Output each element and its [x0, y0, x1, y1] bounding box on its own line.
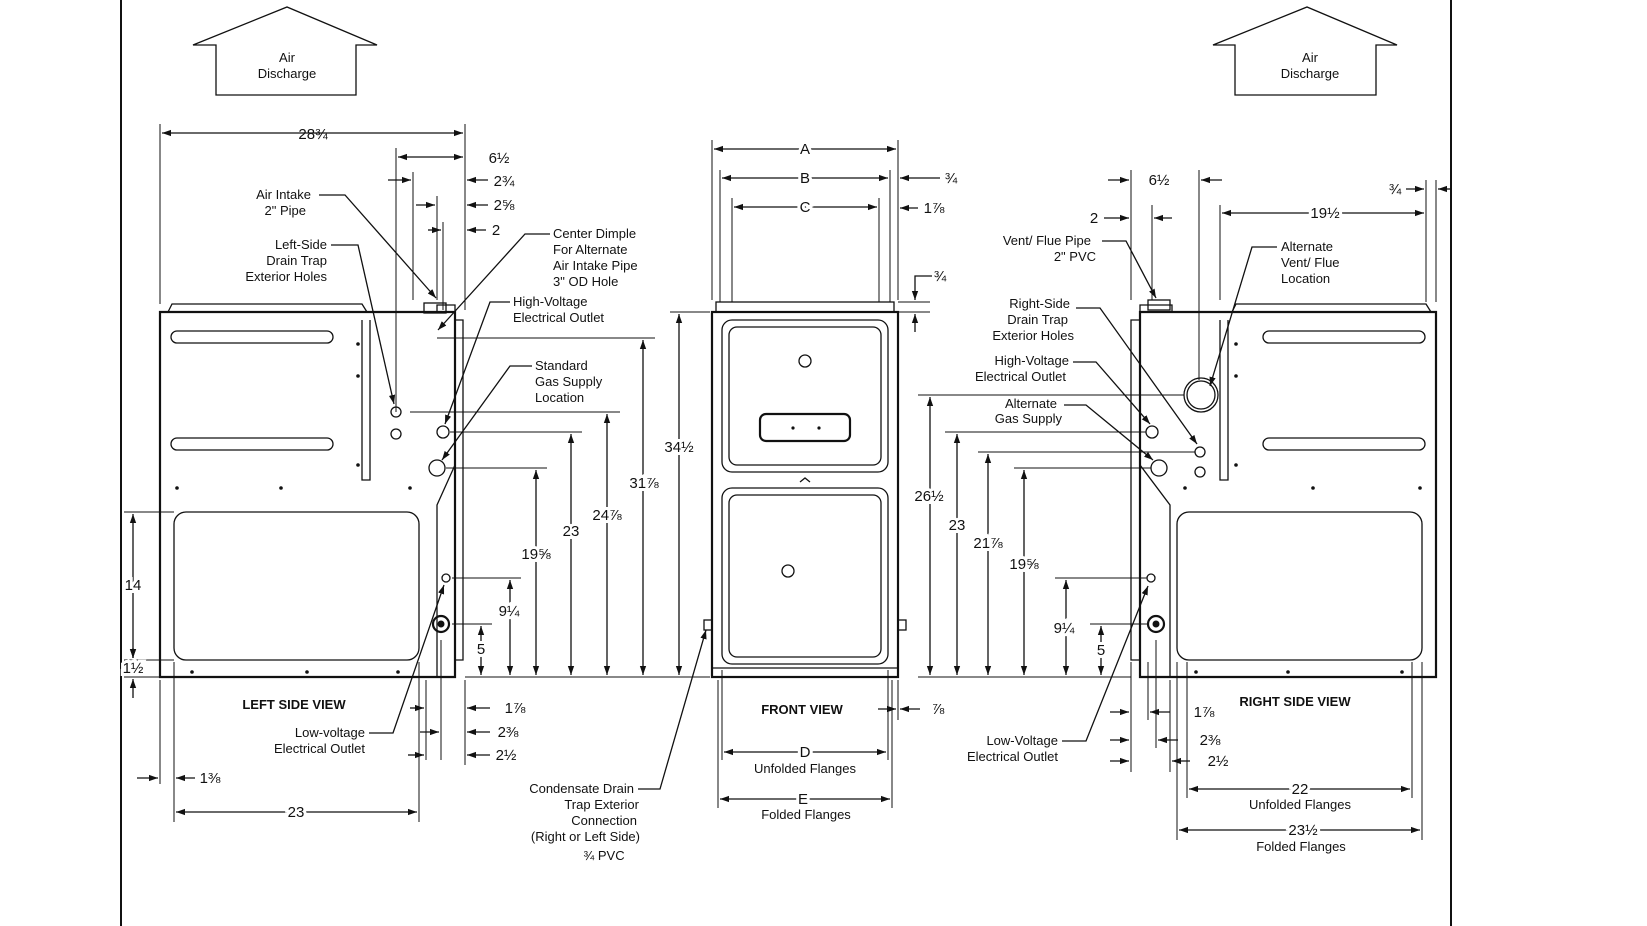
right-dim-height-5: 5 — [1097, 642, 1105, 659]
left-dim-bottom-2h: 2½ — [496, 747, 517, 764]
left-dim-height-9: 9¼ — [499, 603, 520, 620]
left-callout-air-intake-2: 2" Pipe — [265, 203, 306, 218]
right-callout-hv-1: High-Voltage — [995, 353, 1069, 368]
air-discharge-right-line2: Discharge — [1281, 66, 1340, 81]
left-callout-gas-1: Standard — [535, 358, 588, 373]
left-dim-height-23: 23 — [563, 523, 580, 540]
right-dim-height-19: 19⅝ — [1009, 556, 1039, 573]
front-view-title: FRONT VIEW — [761, 702, 843, 717]
right-dim-34: ¾ — [1389, 181, 1402, 198]
right-dim-2: 2 — [1090, 210, 1098, 227]
left-dim-height-19: 19⅝ — [521, 546, 551, 563]
right-callout-drain-1: Right-Side — [1009, 296, 1070, 311]
front-dim-D-sub: Unfolded Flanges — [754, 761, 856, 776]
left-callout-gas-2: Gas Supply — [535, 374, 603, 389]
right-callout-vent-1: Vent/ Flue Pipe — [1003, 233, 1091, 248]
right-callout-drain-2: Drain Trap — [1007, 312, 1068, 327]
left-callout-dimple-1: Center Dimple — [553, 226, 636, 241]
right-dim-19h: 19½ — [1310, 205, 1340, 222]
right-callout-altvent-2: Vent/ Flue — [1281, 255, 1340, 270]
air-discharge-right-arrow: Air Discharge — [1212, 6, 1398, 96]
left-dim-height-31: 31⅞ — [629, 475, 659, 492]
right-dim-width-23-sub: Folded Flanges — [1256, 839, 1346, 854]
right-callout-altgas-1: Alternate — [1005, 396, 1057, 411]
left-dim-bottom-1t: 1⅜ — [200, 770, 221, 787]
left-dim-width-28: 28¾ — [298, 126, 328, 143]
front-dim-E-sub: Folded Flanges — [761, 807, 851, 822]
front-view: FRONT VIEW A B C ¾ 1⅞ ¾ 34½ ⅞ — [529, 138, 958, 863]
right-callout-lv-2: Electrical Outlet — [967, 749, 1058, 764]
right-dim-6h: 6½ — [1149, 172, 1170, 189]
left-dim-6h: 6½ — [489, 150, 510, 167]
right-callout-hv-2: Electrical Outlet — [975, 369, 1066, 384]
right-dim-width-23: 23½ — [1288, 822, 1318, 839]
left-dim-height-14: 14 — [125, 577, 142, 594]
left-callout-drain-2: Drain Trap — [266, 253, 327, 268]
left-dim-2e: 2⅝ — [494, 197, 515, 214]
front-dim-E: E — [798, 791, 808, 808]
left-callout-dimple-4: 3" OD Hole — [553, 274, 618, 289]
front-dim-right-17: 1⅞ — [924, 200, 945, 217]
left-side-view: LEFT SIDE VIEW 28¾ 6½ 2¾ 2⅝ 2 31⅞ 24⅞ 23 — [120, 124, 662, 824]
right-callout-vent-2: 2" PVC — [1054, 249, 1096, 264]
left-dim-height-5: 5 — [477, 641, 485, 658]
left-callout-drain-1: Left-Side — [275, 237, 327, 252]
left-callout-air-intake-1: Air Intake — [256, 187, 311, 202]
left-dim-2t: 2¾ — [494, 173, 515, 190]
right-dim-bottom-2h: 2½ — [1208, 753, 1229, 770]
right-dim-height-26: 26½ — [914, 488, 944, 505]
front-dim-D: D — [800, 744, 811, 761]
right-side-view: RIGHT SIDE VIEW 6½ 2 ¾ 19½ 26½ 23 21⅞ 19 — [911, 170, 1452, 854]
right-callout-lv-1: Low-Voltage — [986, 733, 1058, 748]
left-callout-hv-2: Electrical Outlet — [513, 310, 604, 325]
front-dim-right-34b: ¾ — [934, 268, 947, 285]
front-dim-B: B — [800, 170, 810, 187]
condensate-callout-4: (Right or Left Side) — [531, 829, 640, 844]
left-dim-bottom-1s: 1⅞ — [505, 700, 526, 717]
left-callout-dimple-3: Air Intake Pipe — [553, 258, 638, 273]
left-callout-hv-1: High-Voltage — [513, 294, 587, 309]
left-dim-2: 2 — [492, 222, 500, 239]
condensate-callout-1: Condensate Drain — [529, 781, 634, 796]
left-callout-dimple-2: For Alternate — [553, 242, 627, 257]
left-callout-lv-1: Low-voltage — [295, 725, 365, 740]
left-dim-bottom-2e: 2⅜ — [498, 724, 519, 741]
left-dim-height-1h: 1½ — [123, 660, 144, 677]
condensate-callout-3: Connection — [571, 813, 637, 828]
right-dim-bottom-1s: 1⅞ — [1194, 704, 1215, 721]
air-discharge-right-line1: Air — [1302, 50, 1319, 65]
right-dim-width-22: 22 — [1292, 781, 1309, 798]
front-dim-C: C — [800, 199, 811, 216]
air-discharge-left-arrow: Air Discharge — [192, 6, 378, 96]
condensate-callout-2: Trap Exterior — [564, 797, 639, 812]
front-dim-right-78: ⅞ — [932, 701, 945, 718]
front-dim-height-34: 34½ — [664, 439, 694, 456]
front-dim-right-34: ¾ — [945, 170, 958, 187]
front-dim-A: A — [800, 141, 810, 158]
right-dim-height-9: 9¼ — [1054, 620, 1075, 637]
left-callout-gas-3: Location — [535, 390, 584, 405]
left-dim-height-24: 24⅞ — [592, 507, 622, 524]
frame-border-right — [1450, 0, 1452, 926]
left-view-title: LEFT SIDE VIEW — [242, 697, 346, 712]
condensate-callout-5: ¾ PVC — [583, 848, 624, 863]
left-dim-bottom-23: 23 — [288, 804, 305, 821]
right-dim-width-22-sub: Unfolded Flanges — [1249, 797, 1351, 812]
frame-border-left — [120, 0, 122, 926]
right-view-title: RIGHT SIDE VIEW — [1239, 694, 1351, 709]
left-callout-lv-2: Electrical Outlet — [274, 741, 365, 756]
right-dim-height-23: 23 — [949, 517, 966, 534]
right-callout-altgas-2: Gas Supply — [995, 411, 1063, 426]
right-dim-bottom-2e: 2⅜ — [1200, 732, 1221, 749]
right-callout-altvent-3: Location — [1281, 271, 1330, 286]
right-dim-height-21: 21⅞ — [973, 535, 1003, 552]
right-callout-drain-3: Exterior Holes — [992, 328, 1074, 343]
right-callout-altvent-1: Alternate — [1281, 239, 1333, 254]
left-callout-drain-3: Exterior Holes — [245, 269, 327, 284]
air-discharge-left-line1: Air — [279, 50, 296, 65]
air-discharge-left-line2: Discharge — [258, 66, 317, 81]
